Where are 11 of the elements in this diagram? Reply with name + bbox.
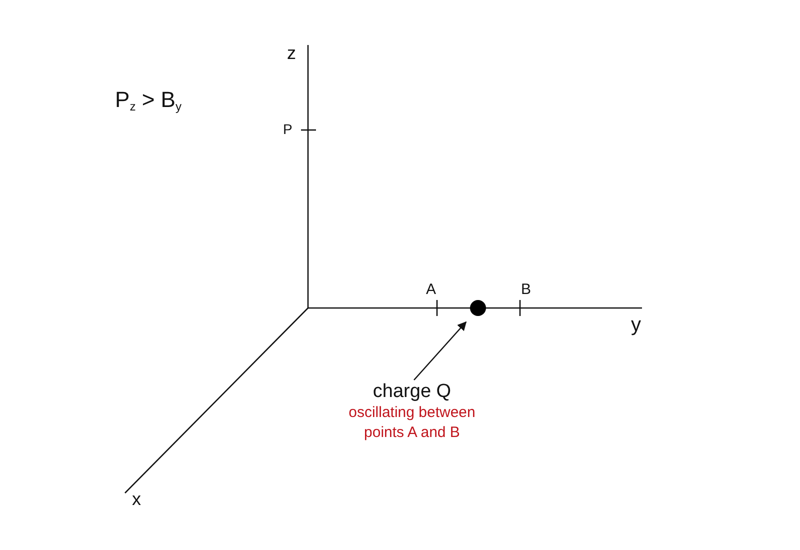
charge-dot [470, 300, 486, 316]
callout-label: charge Q [372, 381, 452, 403]
arrow [414, 321, 467, 380]
axis-label: B [521, 282, 532, 298]
axis-label: z [287, 44, 296, 64]
axis-label: P [283, 122, 292, 138]
axis-label: x [132, 490, 141, 510]
formula-text: P$_{z}$ > B$_{y}$ [115, 88, 182, 114]
note-text: oscillating between points A and B [348, 403, 476, 443]
axis-label: A [426, 282, 436, 298]
axis-label: y [631, 314, 641, 336]
